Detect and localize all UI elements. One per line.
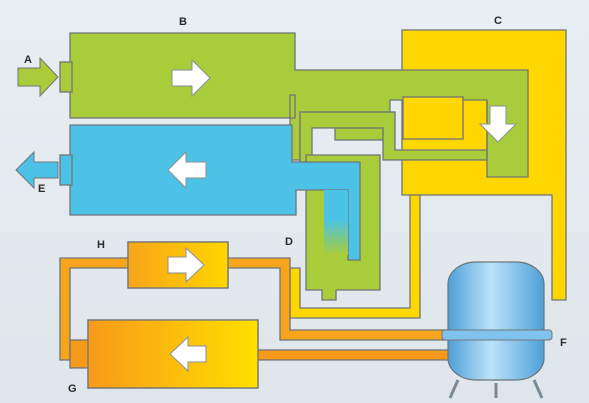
orange-section-h xyxy=(59,241,461,361)
label-a: A xyxy=(24,54,32,66)
label-d: D xyxy=(285,236,293,248)
label-g: G xyxy=(68,383,77,395)
down-arrow-icon xyxy=(478,105,518,143)
yellow-inner-box xyxy=(402,96,464,140)
label-e: E xyxy=(38,183,45,195)
label-f: F xyxy=(560,337,567,349)
left-arrow-icon xyxy=(167,150,207,190)
right-arrow-icon xyxy=(171,58,211,98)
blue-section-e xyxy=(59,124,361,261)
tank-icon xyxy=(441,261,553,399)
label-c: C xyxy=(494,15,502,27)
orange-section-g xyxy=(69,319,456,389)
right-arrow-icon xyxy=(167,246,205,284)
left-arrow-icon xyxy=(169,335,207,373)
label-b: B xyxy=(179,16,187,28)
outlet-arrow-icon xyxy=(15,150,59,190)
label-h: H xyxy=(97,239,105,251)
inlet-arrow-icon xyxy=(17,56,59,98)
green-section-b xyxy=(59,32,529,178)
